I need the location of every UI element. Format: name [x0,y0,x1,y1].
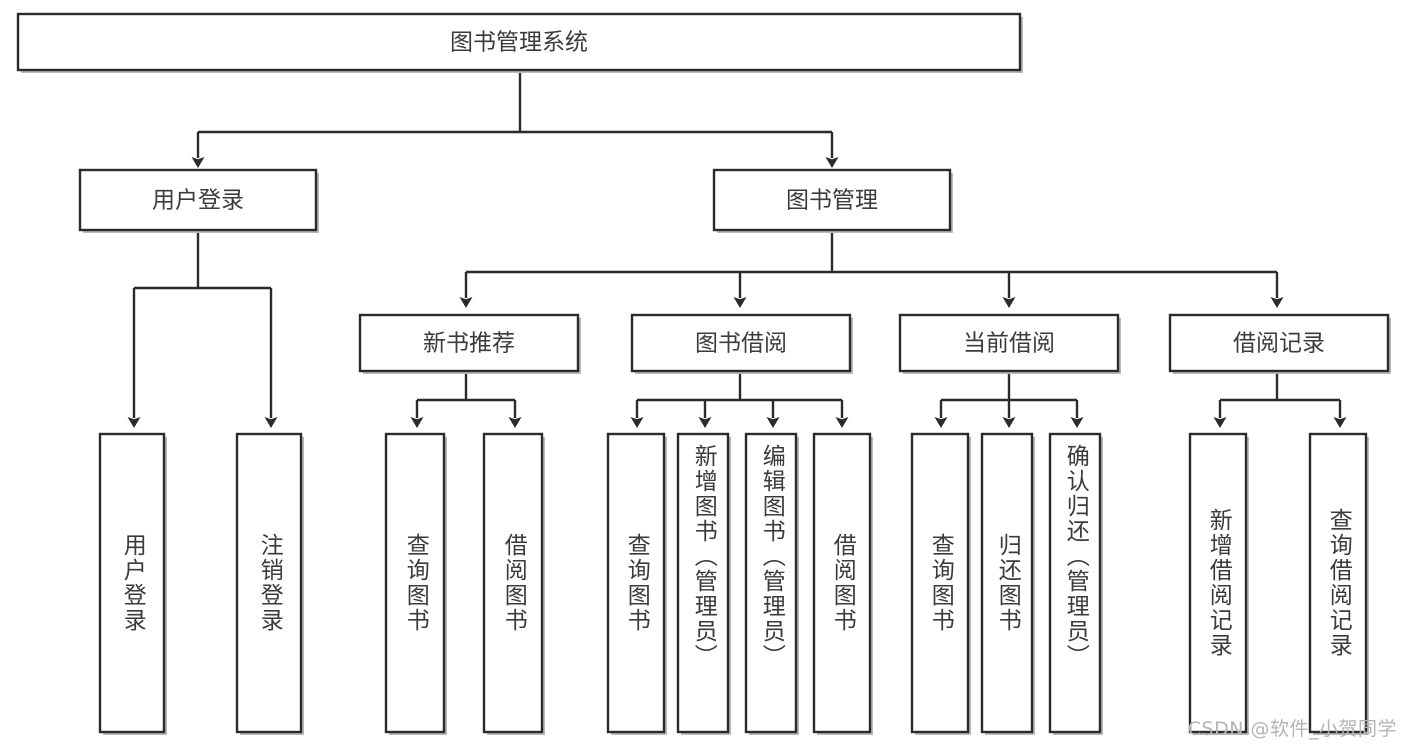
leaf-query-record-rect [1308,432,1368,734]
book-borrow-label: 图书借阅 [695,331,787,357]
book-manage-label: 图书管理 [786,188,878,214]
book-borrow-rect [630,313,852,373]
node-book-borrow[interactable]: 图书借阅 [630,313,853,374]
new-book-recommend-rect [358,313,580,373]
node-root[interactable]: 图书管理系统 [16,12,1023,73]
csdn-watermark: CSDN @软件_小贺同学 [1187,718,1397,740]
leaf-logout-rect [235,432,303,734]
user-login-label: 用户登录 [152,188,244,214]
leaf-edit-book-rect [744,432,798,734]
node-leaf-borrow-book-2[interactable] [812,432,873,735]
book-manage-rect [712,168,952,232]
leaf-add-book-rect [676,432,730,734]
user-login-rect [78,168,318,232]
node-current-borrow[interactable]: 当前借阅 [898,313,1121,374]
root-rect [16,12,1022,72]
node-leaf-edit-book[interactable] [744,432,799,735]
node-new-book-recommend[interactable]: 新书推荐 [358,313,581,374]
node-leaf-logout[interactable] [235,432,304,735]
node-borrow-record[interactable]: 借阅记录 [1168,313,1391,374]
node-leaf-query-book-1[interactable] [384,432,447,735]
node-leaf-query-record[interactable] [1308,432,1369,735]
node-leaf-borrow-book-1[interactable] [482,432,545,735]
node-leaf-confirm-return[interactable] [1048,432,1103,735]
node-leaf-query-book-3[interactable] [910,432,971,735]
node-leaf-add-record[interactable] [1188,432,1249,735]
current-borrow-rect [898,313,1120,373]
leaf-query-book-1-rect [384,432,446,734]
node-leaf-add-book[interactable] [676,432,731,735]
connectors [127,70,1347,428]
leaf-query-book-2-rect [606,432,666,734]
leaf-borrow-book-2-rect [812,432,872,734]
node-book-manage[interactable]: 图书管理 [712,168,953,233]
leaf-add-record-rect [1188,432,1248,734]
borrow-record-rect [1168,313,1390,373]
borrow-record-label: 借阅记录 [1233,331,1325,357]
leaf-user-login-rect [98,432,166,734]
root-label: 图书管理系统 [450,30,588,56]
node-leaf-return-book[interactable] [980,432,1035,735]
new-book-recommend-label: 新书推荐 [423,331,515,357]
node-leaf-user-login[interactable] [98,432,167,735]
leaf-query-book-3-rect [910,432,970,734]
leaf-confirm-return-rect [1048,432,1102,734]
leaf-borrow-book-1-rect [482,432,544,734]
leaf-return-book-rect [980,432,1034,734]
node-leaf-query-book-2[interactable] [606,432,667,735]
current-borrow-label: 当前借阅 [963,331,1055,357]
node-user-login[interactable]: 用户登录 [78,168,319,233]
